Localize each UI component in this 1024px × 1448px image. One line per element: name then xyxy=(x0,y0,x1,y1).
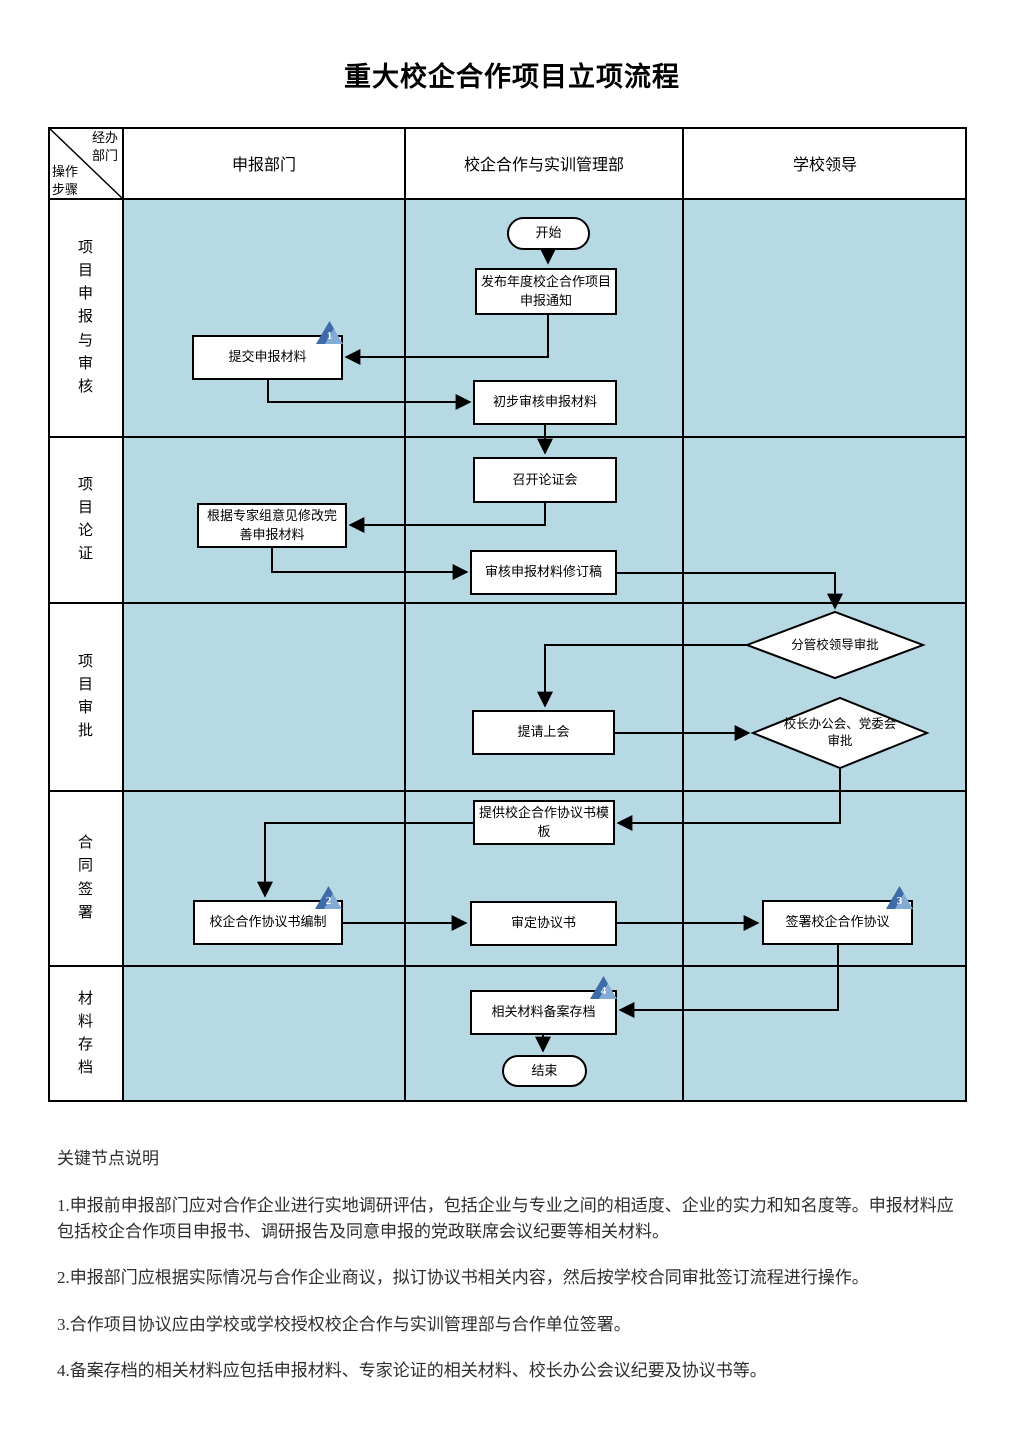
column-header-school-leaders: 学校领导 xyxy=(792,157,857,174)
note-item-4: 4.备案存档的相关材料应包括申报材料、专家论证的相关材料、校长办公会议纪要及协议… xyxy=(57,1361,767,1380)
corner-label-department: 经办部门 xyxy=(91,130,118,163)
corner-diagonal xyxy=(48,127,124,200)
corner-label-steps: 操作步骤 xyxy=(51,164,78,197)
row-label-contract-signing: 合同签署 xyxy=(77,835,93,921)
notes-heading: 关键节点说明 xyxy=(57,1149,159,1168)
swimlane-diagram: 经办部门 操作步骤 申报部门 校企合作与实训管理部 学校领导 项目申报与审核 项… xyxy=(48,127,967,1102)
node-provide-template: 提供校企合作协议书模板 xyxy=(473,800,615,845)
node-draft-agreement: 校企合作协议书编制 xyxy=(193,900,343,945)
column-header-application-dept: 申报部门 xyxy=(231,157,296,174)
row-label-application-review: 项目申报与审核 xyxy=(77,239,93,396)
note-item-1: 1.申报前申报部门应对合作企业进行实地调研评估，包括企业与专业之间的相适度、企业… xyxy=(57,1196,954,1241)
row-label-archiving: 材料存档 xyxy=(77,990,93,1077)
node-review-revision: 审核申报材料修订稿 xyxy=(470,550,617,595)
page-title: 重大校企合作项目立项流程 xyxy=(344,62,680,92)
node-submit-to-meeting: 提请上会 xyxy=(472,710,615,755)
node-committee-approval: 校长办公会、党委会审批 xyxy=(783,717,897,748)
column-header-cooperation-dept: 校企合作与实训管理部 xyxy=(463,157,624,174)
node-revise-materials: 根据专家组意见修改完善申报材料 xyxy=(197,503,347,548)
node-hold-review-meeting: 召开论证会 xyxy=(473,457,617,503)
end-node: 结束 xyxy=(502,1055,587,1087)
grid-and-connectors xyxy=(48,127,967,1102)
decision-diamond-leader-approval xyxy=(744,610,926,680)
row-label-approval: 项目审批 xyxy=(77,653,93,740)
key-notes: 关键节点说明 1.申报前申报部门应对合作企业进行实地调研评估，包括企业与专业之间… xyxy=(57,1144,969,1405)
node-approve-agreement: 审定协议书 xyxy=(470,901,617,946)
note-item-2: 2.申报部门应根据实际情况与合作企业商议，拟订协议书相关内容，然后按学校合同审批… xyxy=(57,1268,869,1287)
node-submit-materials: 提交申报材料 xyxy=(192,335,343,380)
row-label-demonstration: 项目论证 xyxy=(77,476,93,563)
table-border xyxy=(48,127,967,1102)
node-leader-approval: 分管校领导审批 xyxy=(791,637,879,652)
node-preliminary-review: 初步审核申报材料 xyxy=(473,380,617,425)
note-item-3: 3.合作项目协议应由学校或学校授权校企合作与实训管理部与合作单位签署。 xyxy=(57,1314,631,1334)
flow-connectors xyxy=(257,248,843,1053)
decision-diamond-committee-approval xyxy=(750,696,930,770)
node-publish-notice: 发布年度校企合作项目申报通知 xyxy=(475,268,617,315)
start-node: 开始 xyxy=(507,217,590,250)
